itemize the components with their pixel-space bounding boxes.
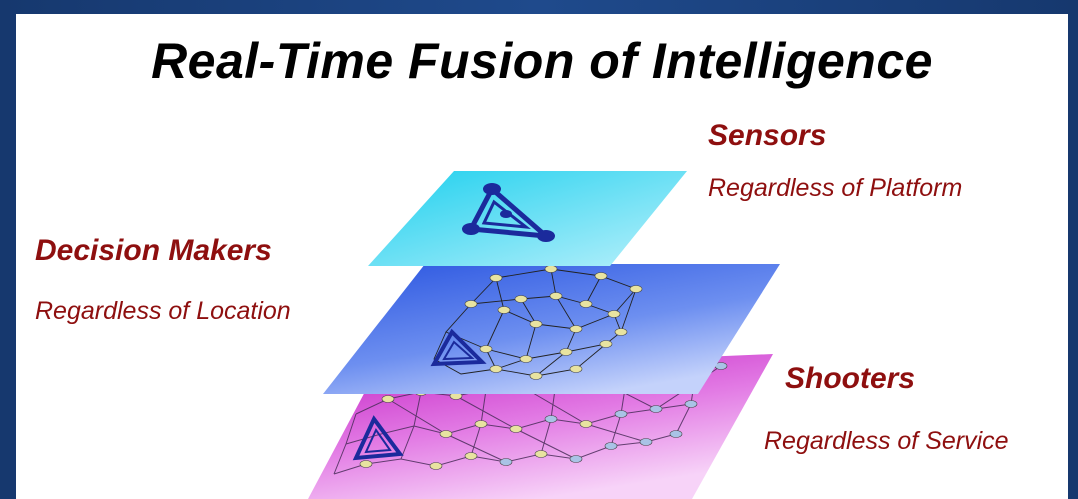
decision-makers-triangle <box>430 328 487 367</box>
sensors-nodes <box>462 183 555 242</box>
decision-makers-nodes <box>464 265 643 380</box>
decision-makers-heading: Decision Makers <box>35 234 272 267</box>
shooters-heading: Shooters <box>785 362 916 395</box>
slide: Real-Time Fusion of Intelligence <box>16 14 1068 499</box>
sensors-subtitle: Regardless of Platform <box>708 174 963 202</box>
decision-makers-subtitle: Regardless of Location <box>35 297 291 325</box>
slide-title: Real-Time Fusion of Intelligence <box>151 33 933 89</box>
shooters-triangle <box>352 415 404 461</box>
layered-network-diagram <box>308 171 780 499</box>
sensors-heading: Sensors <box>708 119 827 152</box>
shooters-subtitle: Regardless of Service <box>764 427 1009 455</box>
